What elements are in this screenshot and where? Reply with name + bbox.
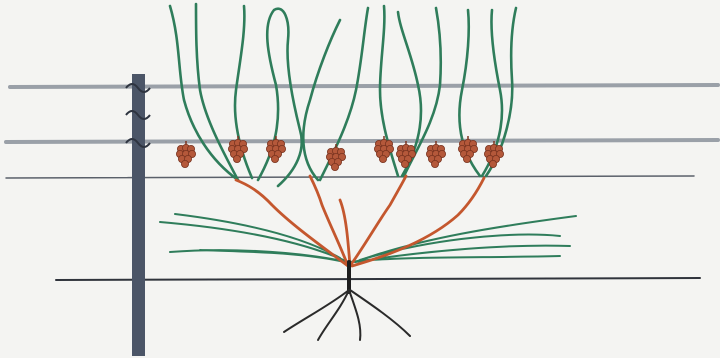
top-catch-wire — [10, 85, 718, 87]
grape-cluster-1 — [176, 141, 195, 168]
grape-cluster-6 — [396, 141, 415, 168]
grape-berry — [181, 160, 188, 167]
trellis-post — [126, 74, 150, 356]
grape-berry — [271, 155, 278, 162]
root-1 — [284, 290, 349, 332]
grape-cluster-4 — [326, 144, 345, 171]
grape-cluster-7 — [426, 141, 445, 168]
roots — [284, 290, 410, 340]
root-3 — [349, 290, 360, 340]
middle-catch-wire — [6, 140, 718, 142]
foliage-wire — [6, 176, 694, 178]
grape-berry — [379, 155, 386, 162]
cordon-wire — [56, 278, 700, 280]
grape-berry — [233, 155, 240, 162]
shoot-4 — [258, 9, 302, 186]
arm-right-1 — [350, 176, 406, 266]
grape-berry — [331, 163, 338, 170]
root-4 — [350, 290, 410, 336]
root-2 — [318, 290, 349, 340]
grape-berry — [401, 160, 408, 167]
grape-berry — [489, 160, 496, 167]
grape-berry — [431, 160, 438, 167]
grape-berry — [463, 155, 470, 162]
